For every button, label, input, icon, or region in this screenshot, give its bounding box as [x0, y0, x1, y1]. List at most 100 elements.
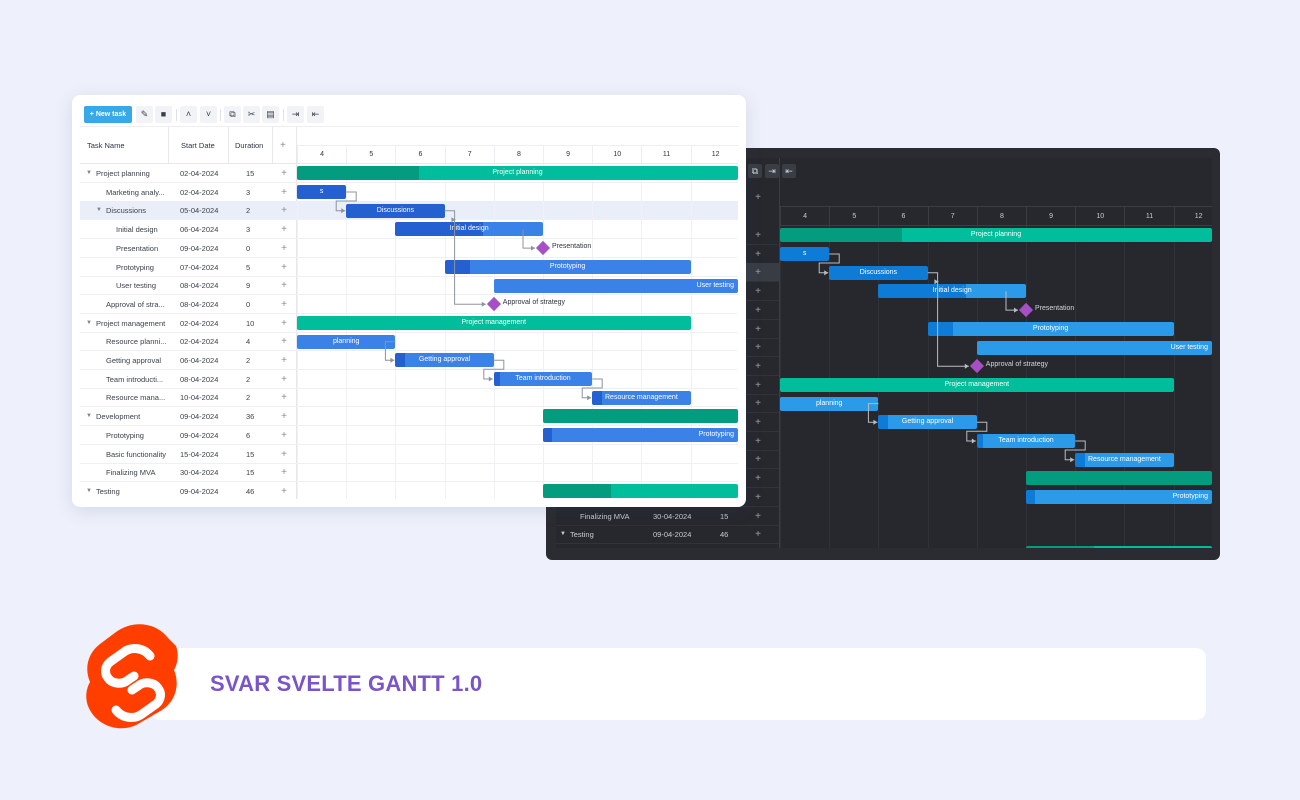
task-bar-marketing-analysis[interactable]: s — [780, 247, 830, 261]
move-down-icon[interactable]: ˅ — [200, 106, 217, 123]
new-task-button[interactable]: + New task — [84, 106, 132, 123]
milestone-presentation[interactable] — [1018, 303, 1034, 318]
task-bar-user-testing[interactable]: User testing — [493, 278, 738, 293]
chevron-down-icon[interactable]: ▼ — [86, 413, 92, 420]
summary-bar-development[interactable] — [1026, 471, 1212, 486]
add-column-button[interactable]: + — [280, 140, 286, 151]
add-subtask-button[interactable]: + — [281, 429, 287, 441]
task-bar-dev-prototyping[interactable]: Prototyping — [543, 428, 738, 443]
task-bar-prototyping[interactable]: Prototyping — [927, 321, 1174, 336]
add-subtask-button[interactable]: + — [755, 248, 761, 260]
add-subtask-button[interactable]: + — [755, 286, 761, 298]
add-subtask-button[interactable]: + — [281, 224, 287, 236]
add-subtask-button[interactable]: + — [755, 435, 761, 447]
paste-icon[interactable]: ▤ — [262, 106, 279, 123]
chevron-down-icon[interactable]: ▼ — [86, 319, 92, 326]
add-subtask-button[interactable]: + — [281, 485, 287, 497]
add-subtask-button[interactable]: + — [281, 448, 287, 460]
task-bar-prototyping[interactable]: Prototyping — [444, 259, 691, 274]
task-bar-user-testing[interactable]: User testing — [976, 340, 1212, 355]
task-bar-discussions[interactable]: Discussions — [829, 265, 928, 280]
summary-bar-project-planning[interactable]: Project planning — [780, 228, 1212, 243]
milestone-approval-of-strategy[interactable] — [969, 359, 984, 374]
task-bar-team-introduction[interactable]: Team introduction — [493, 372, 593, 386]
task-bar-getting-approval[interactable]: Getting approval — [395, 353, 494, 368]
add-subtask-button[interactable]: + — [755, 529, 761, 541]
add-subtask-button[interactable]: + — [281, 298, 287, 310]
add-subtask-button[interactable]: + — [281, 373, 287, 385]
add-subtask-button[interactable]: + — [281, 411, 287, 423]
add-column-button[interactable]: + — [755, 192, 761, 203]
summary-bar-project-management[interactable]: Project management — [297, 315, 691, 330]
add-subtask-button[interactable]: + — [281, 205, 287, 217]
add-subtask-button[interactable]: + — [755, 323, 761, 335]
add-subtask-button[interactable]: + — [281, 280, 287, 292]
add-subtask-button[interactable]: + — [755, 304, 761, 316]
edit-icon[interactable]: ✎ — [136, 106, 153, 123]
add-subtask-button[interactable]: + — [281, 242, 287, 254]
task-bar-initial-design[interactable]: Initial design — [878, 284, 1026, 299]
indent-icon[interactable]: ⇥ — [765, 164, 779, 178]
add-subtask-button[interactable]: + — [281, 168, 287, 179]
add-subtask-button[interactable]: + — [755, 267, 761, 279]
chevron-down-icon[interactable]: ▼ — [96, 207, 102, 214]
task-bar-team-introduction[interactable]: Team introduction — [976, 434, 1076, 448]
add-subtask-button[interactable]: + — [755, 342, 761, 354]
indent-icon[interactable]: ⇥ — [287, 106, 304, 123]
add-subtask-button[interactable]: + — [281, 336, 287, 348]
add-subtask-button[interactable]: + — [281, 355, 287, 366]
summary-bar-project-planning[interactable]: Project planning — [297, 166, 738, 181]
column-duration[interactable]: Duration — [235, 141, 264, 150]
task-bar-dev-prototyping[interactable]: Prototyping — [1026, 490, 1212, 505]
outdent-icon[interactable]: ⇤ — [782, 164, 796, 178]
summary-bar-development[interactable] — [543, 409, 738, 424]
add-subtask-button[interactable]: + — [755, 417, 761, 428]
chevron-down-icon[interactable]: ▼ — [86, 170, 92, 176]
add-subtask-button[interactable]: + — [755, 360, 761, 372]
chevron-down-icon[interactable]: ▼ — [86, 487, 92, 494]
add-subtask-button[interactable]: + — [755, 491, 761, 503]
move-up-icon[interactable]: ˄ — [180, 106, 197, 123]
add-subtask-button[interactable]: + — [755, 454, 761, 466]
add-subtask-button[interactable]: + — [755, 398, 761, 410]
add-subtask-button[interactable]: + — [281, 467, 287, 479]
task-bar-marketing-analysis[interactable]: s — [297, 185, 347, 199]
copy-icon[interactable]: ⧉ — [224, 106, 241, 123]
summary-bar-testing[interactable] — [1026, 546, 1212, 548]
summary-bar-testing[interactable] — [543, 484, 738, 499]
add-subtask-button[interactable]: + — [281, 186, 287, 198]
task-bar-initial-design[interactable]: Initial design — [395, 222, 543, 237]
task-bar-resource-planning[interactable]: planning — [780, 396, 879, 411]
task-bar-resource-management[interactable]: Resource management — [592, 390, 691, 405]
outdent-icon[interactable]: ⇤ — [307, 106, 324, 123]
delete-icon[interactable]: ■ — [155, 106, 172, 123]
task-bar-getting-approval[interactable]: Getting approval — [878, 415, 977, 430]
summary-bar-project-management[interactable]: Project management — [780, 377, 1174, 392]
column-task-name[interactable]: Task Name — [87, 141, 125, 150]
task-bar-discussions[interactable]: Discussions — [346, 203, 445, 218]
add-subtask-button[interactable]: + — [281, 261, 287, 273]
add-subtask-button[interactable]: + — [755, 230, 761, 241]
chevron-down-icon[interactable]: ▼ — [560, 531, 566, 538]
column-start-date[interactable]: Start Date — [181, 141, 215, 150]
add-subtask-button[interactable]: + — [755, 473, 761, 485]
task-bar-resource-management[interactable]: Resource management — [1075, 452, 1174, 467]
